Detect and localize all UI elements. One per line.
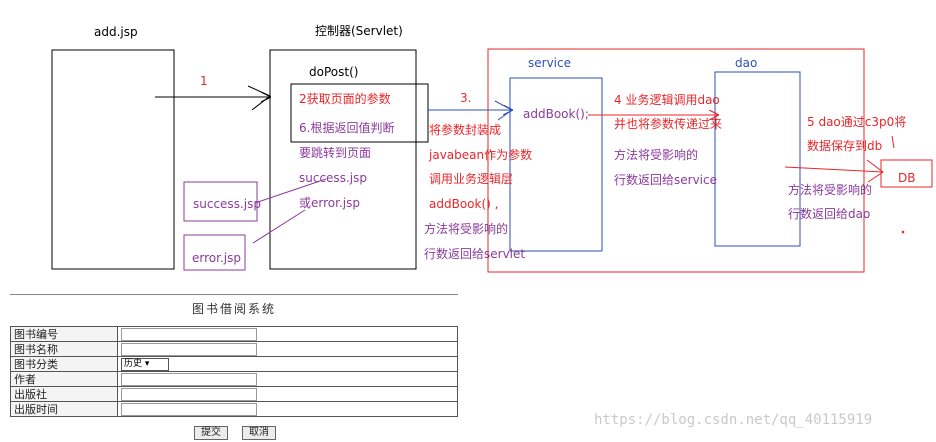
dopost-label: doPost() bbox=[309, 65, 359, 79]
form-row: 作者 bbox=[10, 371, 458, 387]
step-6-line-3: success.jsp bbox=[299, 171, 367, 185]
step-4-return-2: 行数返回给service bbox=[614, 173, 717, 187]
form-row: 图书分类 历史 ▾ bbox=[10, 356, 458, 372]
arrow-step-5-hook bbox=[866, 159, 884, 183]
publisher-input[interactable] bbox=[121, 387, 257, 401]
step-3-line-3: 调用业务逻辑层 bbox=[429, 172, 514, 186]
step-6-line-2: 要跳转到页面 bbox=[299, 146, 372, 160]
arrow-step-3-hook bbox=[494, 100, 513, 121]
step-6-label: 6.根据返回值判断 bbox=[299, 121, 395, 135]
db-label: DB bbox=[898, 171, 916, 185]
error-jsp-label: error.jsp bbox=[192, 251, 241, 265]
step-2-label: 2获取页面的参数 bbox=[299, 92, 391, 106]
form-table: 图书编号 图书名称 图书分类 历史 ▾ 作者 出版社 出版时间 bbox=[10, 326, 458, 417]
form-row-field-cell bbox=[117, 401, 458, 417]
error-jsp-box bbox=[183, 234, 246, 271]
form-row-field-cell bbox=[117, 386, 458, 402]
service-box bbox=[509, 77, 603, 252]
step-5-line-1: 5 dao通过c3p0将 bbox=[807, 115, 907, 129]
step-3-line-2: javabean作为参数 bbox=[429, 148, 533, 162]
form-row-label: 图书分类 bbox=[10, 356, 118, 372]
step-3-return-2: 行数返回给servlet bbox=[424, 247, 526, 261]
form-row-label: 出版时间 bbox=[10, 401, 118, 417]
servlet-box bbox=[269, 49, 417, 270]
book-name-input[interactable] bbox=[121, 342, 257, 356]
publish-date-input[interactable] bbox=[121, 402, 257, 416]
form-row: 出版时间 bbox=[10, 401, 458, 417]
step-6-line-4: 或error.jsp bbox=[299, 196, 360, 210]
step-3-label: 3. bbox=[460, 91, 472, 105]
controller-title: 控制器(Servlet) bbox=[315, 24, 403, 38]
form-row-label: 作者 bbox=[10, 371, 118, 387]
dot-mark bbox=[901, 230, 905, 234]
form-row-field-cell: 历史 ▾ bbox=[117, 356, 458, 372]
step-1-label: 1 bbox=[200, 74, 208, 88]
submit-button[interactable]: 提交 bbox=[194, 426, 228, 440]
author-input[interactable] bbox=[121, 372, 257, 386]
book-category-value: 历史 bbox=[124, 358, 143, 369]
add-jsp-title: add.jsp bbox=[94, 25, 138, 39]
step-4-line-1: 4 业务逻辑调用dao bbox=[614, 93, 720, 107]
cancel-button[interactable]: 取消 bbox=[242, 426, 276, 440]
form-row: 图书名称 bbox=[10, 341, 458, 357]
arrow-step-5 bbox=[784, 166, 884, 173]
dao-box bbox=[714, 71, 801, 247]
add-jsp-box bbox=[51, 49, 175, 270]
success-jsp-label: success.jsp bbox=[193, 197, 261, 211]
book-form-screenshot: 图书借阅系统 图书编号 图书名称 图书分类 历史 ▾ 作者 出版社 bbox=[10, 294, 458, 442]
line-to-error bbox=[252, 209, 306, 244]
add-book-label: addBook(); bbox=[523, 107, 589, 121]
step-3-return-1: 方法将受影响的 bbox=[424, 222, 509, 236]
form-row-label: 出版社 bbox=[10, 386, 118, 402]
step-3-line-1: 将参数封装成 bbox=[429, 123, 502, 137]
form-title: 图书借阅系统 bbox=[191, 302, 276, 316]
line-to-success bbox=[254, 178, 327, 204]
step-5-line-2: 数据保存到db bbox=[807, 139, 883, 153]
form-row-field-cell bbox=[117, 341, 458, 357]
db-tick-mark bbox=[891, 135, 895, 149]
form-row: 出版社 bbox=[10, 386, 458, 402]
backend-container bbox=[487, 48, 865, 273]
step-4-return-1: 方法将受影响的 bbox=[614, 148, 699, 162]
step-5-return-2: 行数返回给dao bbox=[788, 207, 871, 221]
form-row-label: 图书名称 bbox=[10, 341, 118, 357]
step-4-line-2: 并也将参数传递过来 bbox=[614, 117, 723, 131]
watermark-url: https://blog.csdn.net/qq_40115919 bbox=[594, 412, 873, 428]
dopost-inner-box bbox=[290, 83, 429, 143]
form-top-rule bbox=[10, 294, 458, 295]
form-row-label: 图书编号 bbox=[10, 326, 118, 342]
arrow-step-1-hook bbox=[247, 85, 271, 111]
service-title: service bbox=[528, 56, 571, 70]
form-row-field-cell bbox=[117, 371, 458, 387]
book-id-input[interactable] bbox=[121, 327, 257, 341]
step-3-line-4: addBook() , bbox=[429, 197, 499, 211]
book-category-select[interactable]: 历史 ▾ bbox=[121, 357, 169, 371]
success-jsp-box bbox=[183, 181, 258, 222]
dao-title: dao bbox=[735, 56, 758, 70]
form-row-field-cell bbox=[117, 326, 458, 342]
form-row: 图书编号 bbox=[10, 326, 458, 342]
step-5-return-1: 方法将受影响的 bbox=[788, 183, 873, 197]
